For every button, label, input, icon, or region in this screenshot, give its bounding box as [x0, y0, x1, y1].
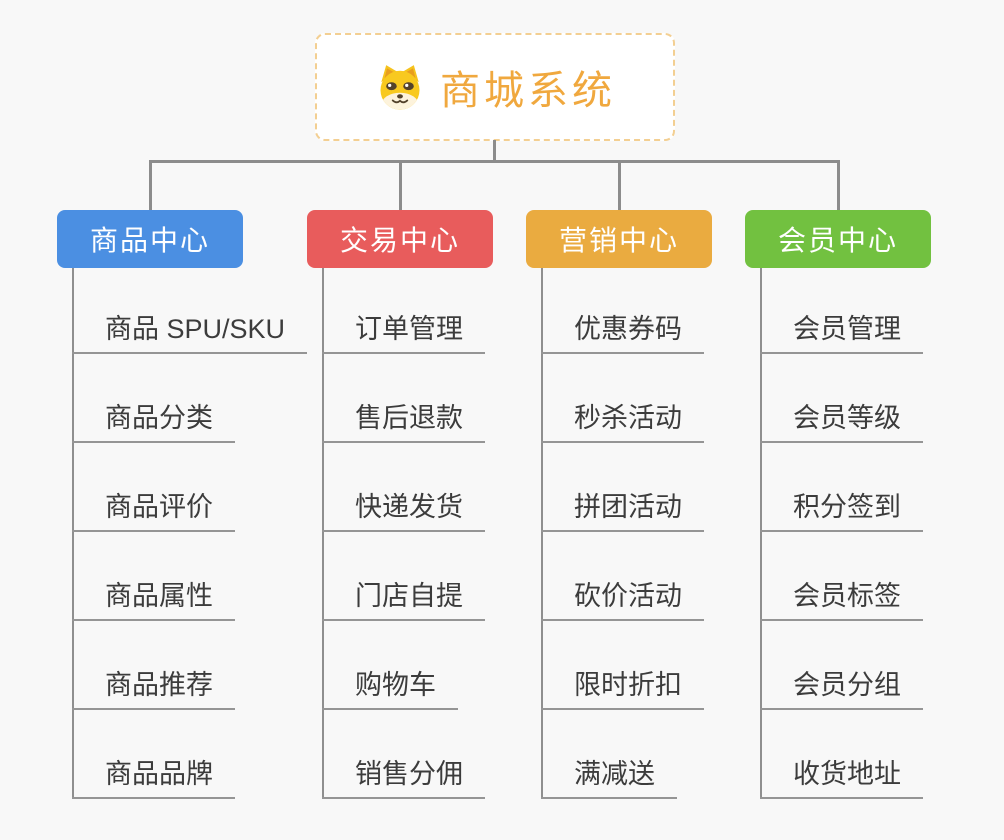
leaf-node[interactable]: 砍价活动	[541, 574, 704, 621]
leaf-node[interactable]: 商品品牌	[72, 752, 235, 799]
connector-drop-marketing	[618, 160, 621, 211]
connector-drop-product	[149, 160, 152, 211]
branch-node-trade-center[interactable]: 交易中心	[307, 210, 493, 268]
branch-connector-line	[760, 268, 762, 799]
leaf-node[interactable]: 会员管理	[760, 307, 923, 354]
leaf-node[interactable]: 秒杀活动	[541, 396, 704, 443]
connector-horizontal-bar	[149, 160, 839, 163]
leaf-node[interactable]: 限时折扣	[541, 663, 704, 710]
connector-drop-member	[837, 160, 840, 211]
leaf-node[interactable]: 优惠券码	[541, 307, 704, 354]
leaf-node[interactable]: 订单管理	[322, 307, 485, 354]
leaf-node[interactable]: 商品属性	[72, 574, 235, 621]
leaf-node[interactable]: 门店自提	[322, 574, 485, 621]
branch-trade-center: 交易中心 订单管理 售后退款 快递发货 门店自提 购物车 销售分佣	[307, 210, 493, 799]
branch-connector-line	[541, 268, 543, 799]
leaf-node[interactable]: 拼团活动	[541, 485, 704, 532]
dog-face-icon	[380, 65, 420, 110]
connector-root-stem	[493, 140, 496, 162]
leaf-node[interactable]: 售后退款	[322, 396, 485, 443]
root-node-mall-system[interactable]: 商城系统	[315, 33, 675, 141]
branch-connector-line	[72, 268, 74, 799]
leaf-node[interactable]: 销售分佣	[322, 752, 485, 799]
branch-member-center: 会员中心 会员管理 会员等级 积分签到 会员标签 会员分组 收货地址	[745, 210, 931, 799]
branch-product-center: 商品中心 商品 SPU/SKU 商品分类 商品评价 商品属性 商品推荐 商品品牌	[57, 210, 308, 799]
leaf-node[interactable]: 会员标签	[760, 574, 923, 621]
branch-node-product-center[interactable]: 商品中心	[57, 210, 243, 268]
leaf-node[interactable]: 满减送	[541, 752, 677, 799]
branch-connector-line	[322, 268, 324, 799]
leaf-node[interactable]: 商品分类	[72, 396, 235, 443]
leaf-node[interactable]: 购物车	[322, 663, 458, 710]
leaf-node[interactable]: 商品推荐	[72, 663, 235, 710]
leaf-node[interactable]: 收货地址	[760, 752, 923, 799]
branch-node-marketing-center[interactable]: 营销中心	[526, 210, 712, 268]
branch-marketing-center: 营销中心 优惠券码 秒杀活动 拼团活动 砍价活动 限时折扣 满减送	[526, 210, 712, 799]
leaf-node[interactable]: 积分签到	[760, 485, 923, 532]
leaf-node[interactable]: 会员等级	[760, 396, 923, 443]
root-title: 商城系统	[440, 69, 616, 113]
branch-node-member-center[interactable]: 会员中心	[745, 210, 931, 268]
connector-drop-trade	[399, 160, 402, 211]
leaf-node[interactable]: 会员分组	[760, 663, 923, 710]
leaf-node[interactable]: 商品评价	[72, 485, 235, 532]
leaf-node[interactable]: 商品 SPU/SKU	[72, 307, 308, 354]
leaf-node[interactable]: 快递发货	[322, 485, 485, 532]
